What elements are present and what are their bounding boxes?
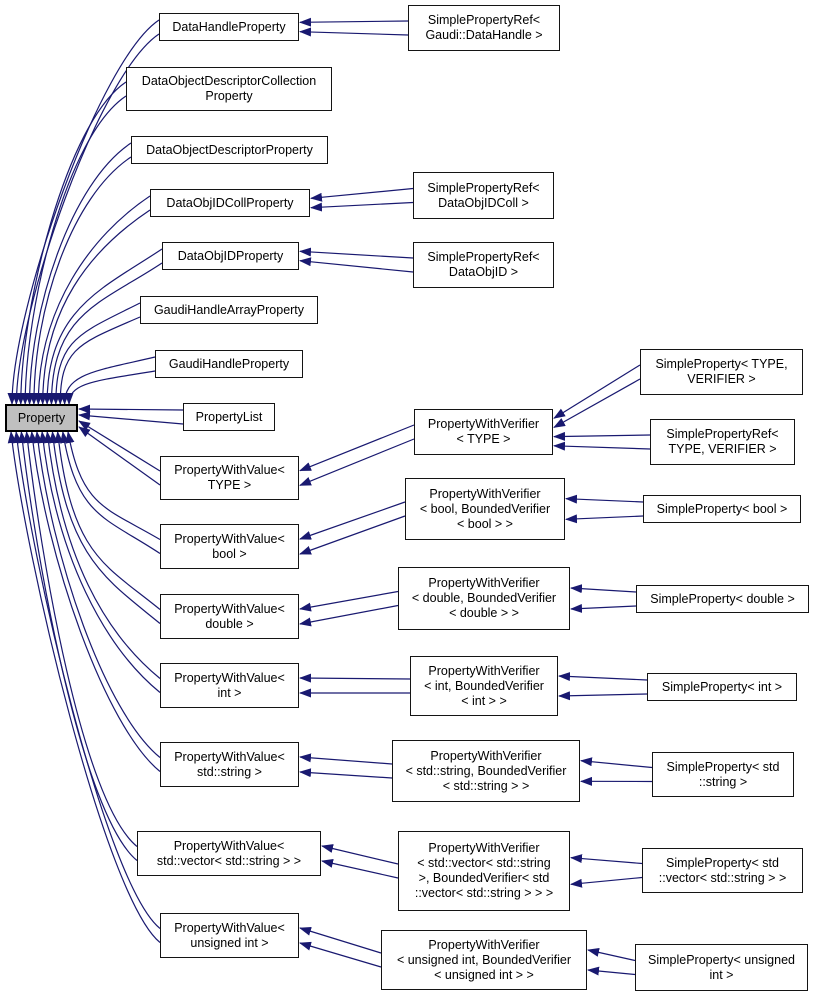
inheritance-arrow <box>299 424 415 472</box>
inheritance-arrow <box>33 195 151 405</box>
inheritance-arrow <box>299 438 415 486</box>
node-simple-property-ref-data-obj-id[interactable]: SimplePropertyRef< DataObjID > <box>413 242 554 288</box>
inheritance-arrow <box>38 209 151 405</box>
node-gaudi-handle-property[interactable]: GaudiHandleProperty <box>155 350 303 378</box>
inheritance-arrow <box>38 431 161 693</box>
node-simple-property-unsigned-int[interactable]: SimpleProperty< unsigned int > <box>635 944 808 991</box>
inheritance-arrow <box>299 673 411 683</box>
node-data-obj-id-property[interactable]: DataObjIDProperty <box>162 242 299 270</box>
node-gaudi-handle-array-property[interactable]: GaudiHandleArrayProperty <box>140 296 318 324</box>
inheritance-arrow <box>23 431 138 847</box>
inheritance-arrow <box>570 603 637 613</box>
inheritance-arrow <box>553 441 651 451</box>
inheritance-arrow <box>54 431 161 610</box>
inheritance-arrow <box>44 431 161 679</box>
inheritance-arrow <box>570 876 643 888</box>
node-property-with-verifier-bool[interactable]: PropertyWithVerifier < bool, BoundedVeri… <box>405 478 565 540</box>
node-property-with-verifier-vector[interactable]: PropertyWithVerifier < std::vector< std:… <box>398 831 570 911</box>
inheritance-arrow <box>12 431 161 929</box>
node-property-list[interactable]: PropertyList <box>183 403 275 431</box>
inheritance-arrow <box>33 431 161 758</box>
node-property-with-value-int[interactable]: PropertyWithValue< int > <box>160 663 299 708</box>
inheritance-arrow <box>78 404 184 414</box>
inheritance-arrow <box>20 95 127 405</box>
node-simple-property-ref-data-obj-id-coll[interactable]: SimplePropertyRef< DataObjIDColl > <box>413 172 554 219</box>
inheritance-arrow <box>299 753 393 765</box>
inheritance-arrow <box>78 420 161 472</box>
inheritance-arrow <box>55 316 141 405</box>
node-simple-property-bool[interactable]: SimpleProperty< bool > <box>643 495 801 523</box>
node-simple-property-int[interactable]: SimpleProperty< int > <box>647 673 797 701</box>
node-property-with-value-bool[interactable]: PropertyWithValue< bool > <box>160 524 299 569</box>
inheritance-arrow <box>570 854 643 865</box>
inheritance-arrow <box>299 768 393 779</box>
inheritance-arrow <box>60 431 161 555</box>
node-simple-property-string[interactable]: SimpleProperty< std ::string > <box>652 752 794 797</box>
inheritance-arrow <box>299 27 409 37</box>
inheritance-arrow <box>587 948 636 962</box>
node-simple-property-type-verifier[interactable]: SimpleProperty< TYPE, VERIFIER > <box>640 349 803 395</box>
inheritance-arrow <box>558 691 648 701</box>
node-simple-property-vector[interactable]: SimpleProperty< std ::vector< std::strin… <box>642 848 803 893</box>
node-property-with-value-double[interactable]: PropertyWithValue< double > <box>160 594 299 639</box>
inheritance-arrow <box>553 378 641 428</box>
inheritance-arrow <box>553 364 641 419</box>
inheritance-arrow <box>321 844 399 865</box>
inheritance-arrow <box>299 247 414 259</box>
inheritance-arrow <box>18 431 138 861</box>
inheritance-arrow <box>42 248 163 405</box>
inheritance-arrow <box>310 187 414 202</box>
inheritance-arrow <box>299 17 409 27</box>
inheritance-arrow <box>299 941 382 968</box>
inheritance-arrow <box>78 426 161 486</box>
node-data-handle-property[interactable]: DataHandleProperty <box>159 13 299 41</box>
inheritance-arrow <box>299 501 406 540</box>
inheritance-arrow <box>558 672 648 681</box>
inheritance-arrow <box>565 494 644 504</box>
inheritance-arrow <box>299 257 414 273</box>
node-property-with-verifier-double[interactable]: PropertyWithVerifier < double, BoundedVe… <box>398 567 570 630</box>
inheritance-arrow <box>16 81 127 405</box>
inheritance-arrow <box>60 356 156 405</box>
node-property: Property <box>5 404 78 432</box>
inheritance-arrow <box>28 431 161 772</box>
inheritance-arrow <box>587 966 636 976</box>
inheritance-arrow <box>299 604 399 627</box>
node-property-with-value-string[interactable]: PropertyWithValue< std::string > <box>160 742 299 787</box>
inheritance-arrow <box>49 431 161 624</box>
node-simple-property-ref-gaudi-data-handle[interactable]: SimplePropertyRef< Gaudi::DataHandle > <box>408 5 560 51</box>
node-property-with-verifier-string[interactable]: PropertyWithVerifier < std::string, Boun… <box>392 740 580 802</box>
node-data-obj-id-coll-property[interactable]: DataObjIDCollProperty <box>150 189 310 217</box>
inheritance-arrow <box>299 515 406 555</box>
inheritance-arrow <box>29 156 132 405</box>
node-data-object-descriptor-collection-property[interactable]: DataObjectDescriptorCollection Property <box>126 67 332 111</box>
inheritance-arrow <box>7 19 160 405</box>
inheritance-arrow <box>299 590 399 612</box>
inheritance-arrow <box>11 33 160 405</box>
inheritance-arrow <box>78 411 184 425</box>
node-property-with-verifier-int[interactable]: PropertyWithVerifier < int, BoundedVerif… <box>410 656 558 716</box>
inheritance-arrow <box>310 201 414 212</box>
inheritance-arrow <box>25 142 132 405</box>
node-property-with-value-type[interactable]: PropertyWithValue< TYPE > <box>160 456 299 500</box>
node-property-with-verifier-type[interactable]: PropertyWithVerifier < TYPE > <box>414 409 553 455</box>
inheritance-arrow <box>321 859 399 879</box>
inheritance-arrow <box>51 302 141 405</box>
node-property-with-value-vector[interactable]: PropertyWithValue< std::vector< std::str… <box>137 831 321 876</box>
inheritance-arrow <box>299 926 382 954</box>
node-property-with-verifier-unsigned-int[interactable]: PropertyWithVerifier < unsigned int, Bou… <box>381 930 587 990</box>
inheritance-arrow <box>7 431 161 943</box>
inheritance-arrow <box>553 431 651 441</box>
node-property-with-value-unsigned-int[interactable]: PropertyWithValue< unsigned int > <box>160 913 299 958</box>
inheritance-arrow <box>65 431 161 541</box>
inheritance-arrow <box>64 370 156 405</box>
node-simple-property-ref-type-verifier[interactable]: SimplePropertyRef< TYPE, VERIFIER > <box>650 419 795 465</box>
inheritance-arrow <box>46 262 163 405</box>
inheritance-arrow <box>565 514 644 524</box>
node-simple-property-double[interactable]: SimpleProperty< double > <box>636 585 809 613</box>
inheritance-arrow <box>580 757 653 769</box>
inheritance-arrow <box>570 584 637 594</box>
node-data-object-descriptor-property[interactable]: DataObjectDescriptorProperty <box>131 136 328 164</box>
